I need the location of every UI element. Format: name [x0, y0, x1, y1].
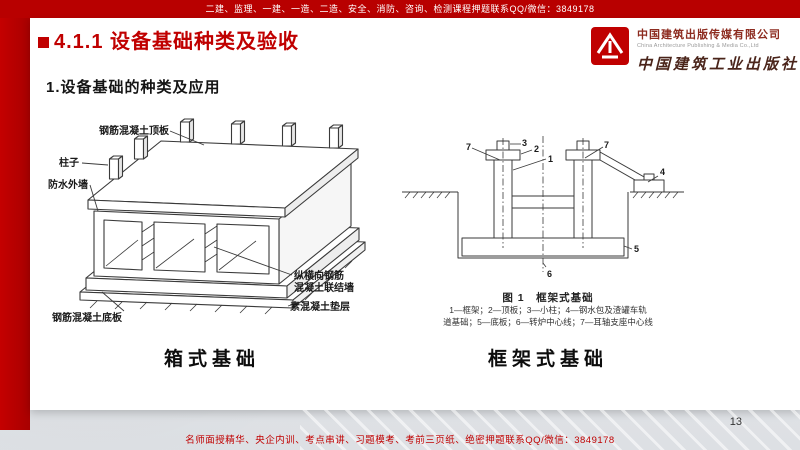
callout-1: 1 [548, 154, 553, 164]
label-link-wall-line1: 纵横向钢筋 [294, 269, 344, 282]
callout-leaders [471, 143, 659, 268]
callout-7-right: 7 [604, 140, 609, 150]
link-wall-hatching [141, 223, 218, 263]
callout-4: 4 [660, 167, 665, 177]
box-foundation-caption: 箱式基础 [163, 349, 260, 370]
frame-foundation-caption: 框架式基础 [487, 349, 608, 370]
top-banner: 二建、监理、一建、一造、二造、安全、消防、咨询、检测课程押题联系QQ/微信：38… [0, 0, 800, 18]
content-panel: 4.1.1 设备基础种类及验收 中国建筑出版传媒有限公司 China Archi… [30, 18, 800, 410]
label-outer-wall: 防水外墙 [48, 178, 88, 191]
top-banner-text: 二建、监理、一建、一造、二造、安全、消防、咨询、检测课程押题联系QQ/微信：38… [205, 4, 595, 14]
logo-company-name: 中国建筑出版传媒有限公司 [637, 29, 781, 41]
callout-7-left: 7 [466, 142, 471, 152]
footer-contact-text: 名师面授精华、央企内训、考点串讲、习题模考、考前三页纸、绝密押题联系QQ/微信：… [185, 435, 615, 446]
page-title: 4.1.1 设备基础种类及验收 [54, 31, 300, 53]
logo-publisher-name: 中国建筑工业出版社 [637, 55, 800, 73]
callout-6: 6 [547, 269, 552, 279]
label-column: 柱子 [59, 156, 79, 169]
callout-2: 2 [534, 144, 539, 154]
title-bullet-square [38, 37, 49, 48]
frame-foundation-drawing [402, 136, 684, 272]
left-accent-bar [0, 18, 30, 430]
callout-5: 5 [634, 244, 639, 254]
roof-columns [108, 118, 344, 180]
callout-3: 3 [522, 138, 527, 148]
cushion-hatching [89, 260, 353, 315]
box-foundation-drawing [79, 118, 366, 315]
page-number: 13 [729, 416, 742, 428]
frame-figure-title: 图 1 框架式基础 [502, 292, 594, 304]
label-cushion: 素混凝土垫层 [290, 300, 350, 313]
label-link-wall-line2: 混凝土联结墙 [294, 281, 354, 294]
section-subtitle: 1.设备基础的种类及应用 [46, 79, 221, 96]
leader-lines [81, 130, 305, 312]
center-lines [502, 136, 584, 272]
logo-company-name-en: China Architecture Publishing & Media Co… [637, 43, 759, 49]
frame-foundation-figure: 7 3 2 1 7 4 5 6 图 1 框架式基础 1—框架；2—顶板；3—小柱… [398, 136, 698, 328]
label-top-slab: 钢筋混凝土顶板 [99, 124, 170, 137]
frame-figure-legend-line1: 1—框架；2—顶板；3—小柱；4—钢水包及渣罐车轨 [449, 305, 647, 315]
label-bottom-slab: 钢筋混凝土底板 [52, 311, 123, 324]
box-foundation-diagram: 钢筋混凝土顶板 柱子 防水外墙 纵横向钢筋 混凝土联结墙 素混凝土垫层 钢筋混凝… [48, 118, 366, 324]
box-foundation-figure: 钢筋混凝土顶板 柱子 防水外墙 纵横向钢筋 混凝土联结墙 素混凝土垫层 钢筋混凝… [42, 114, 382, 339]
publisher-logo-icon [591, 27, 629, 65]
frame-foundation-diagram: 7 3 2 1 7 4 5 6 [402, 136, 684, 279]
publisher-logo-text: 中国建筑出版传媒有限公司 China Architecture Publishi… [637, 26, 799, 74]
publisher-logo: 中国建筑出版传媒有限公司 China Architecture Publishi… [590, 26, 799, 74]
frame-figure-legend-line2: 道基础；5—底板；6—转炉中心线；7—耳轴支座中心线 [443, 316, 653, 327]
ground-hatching [404, 191, 679, 199]
